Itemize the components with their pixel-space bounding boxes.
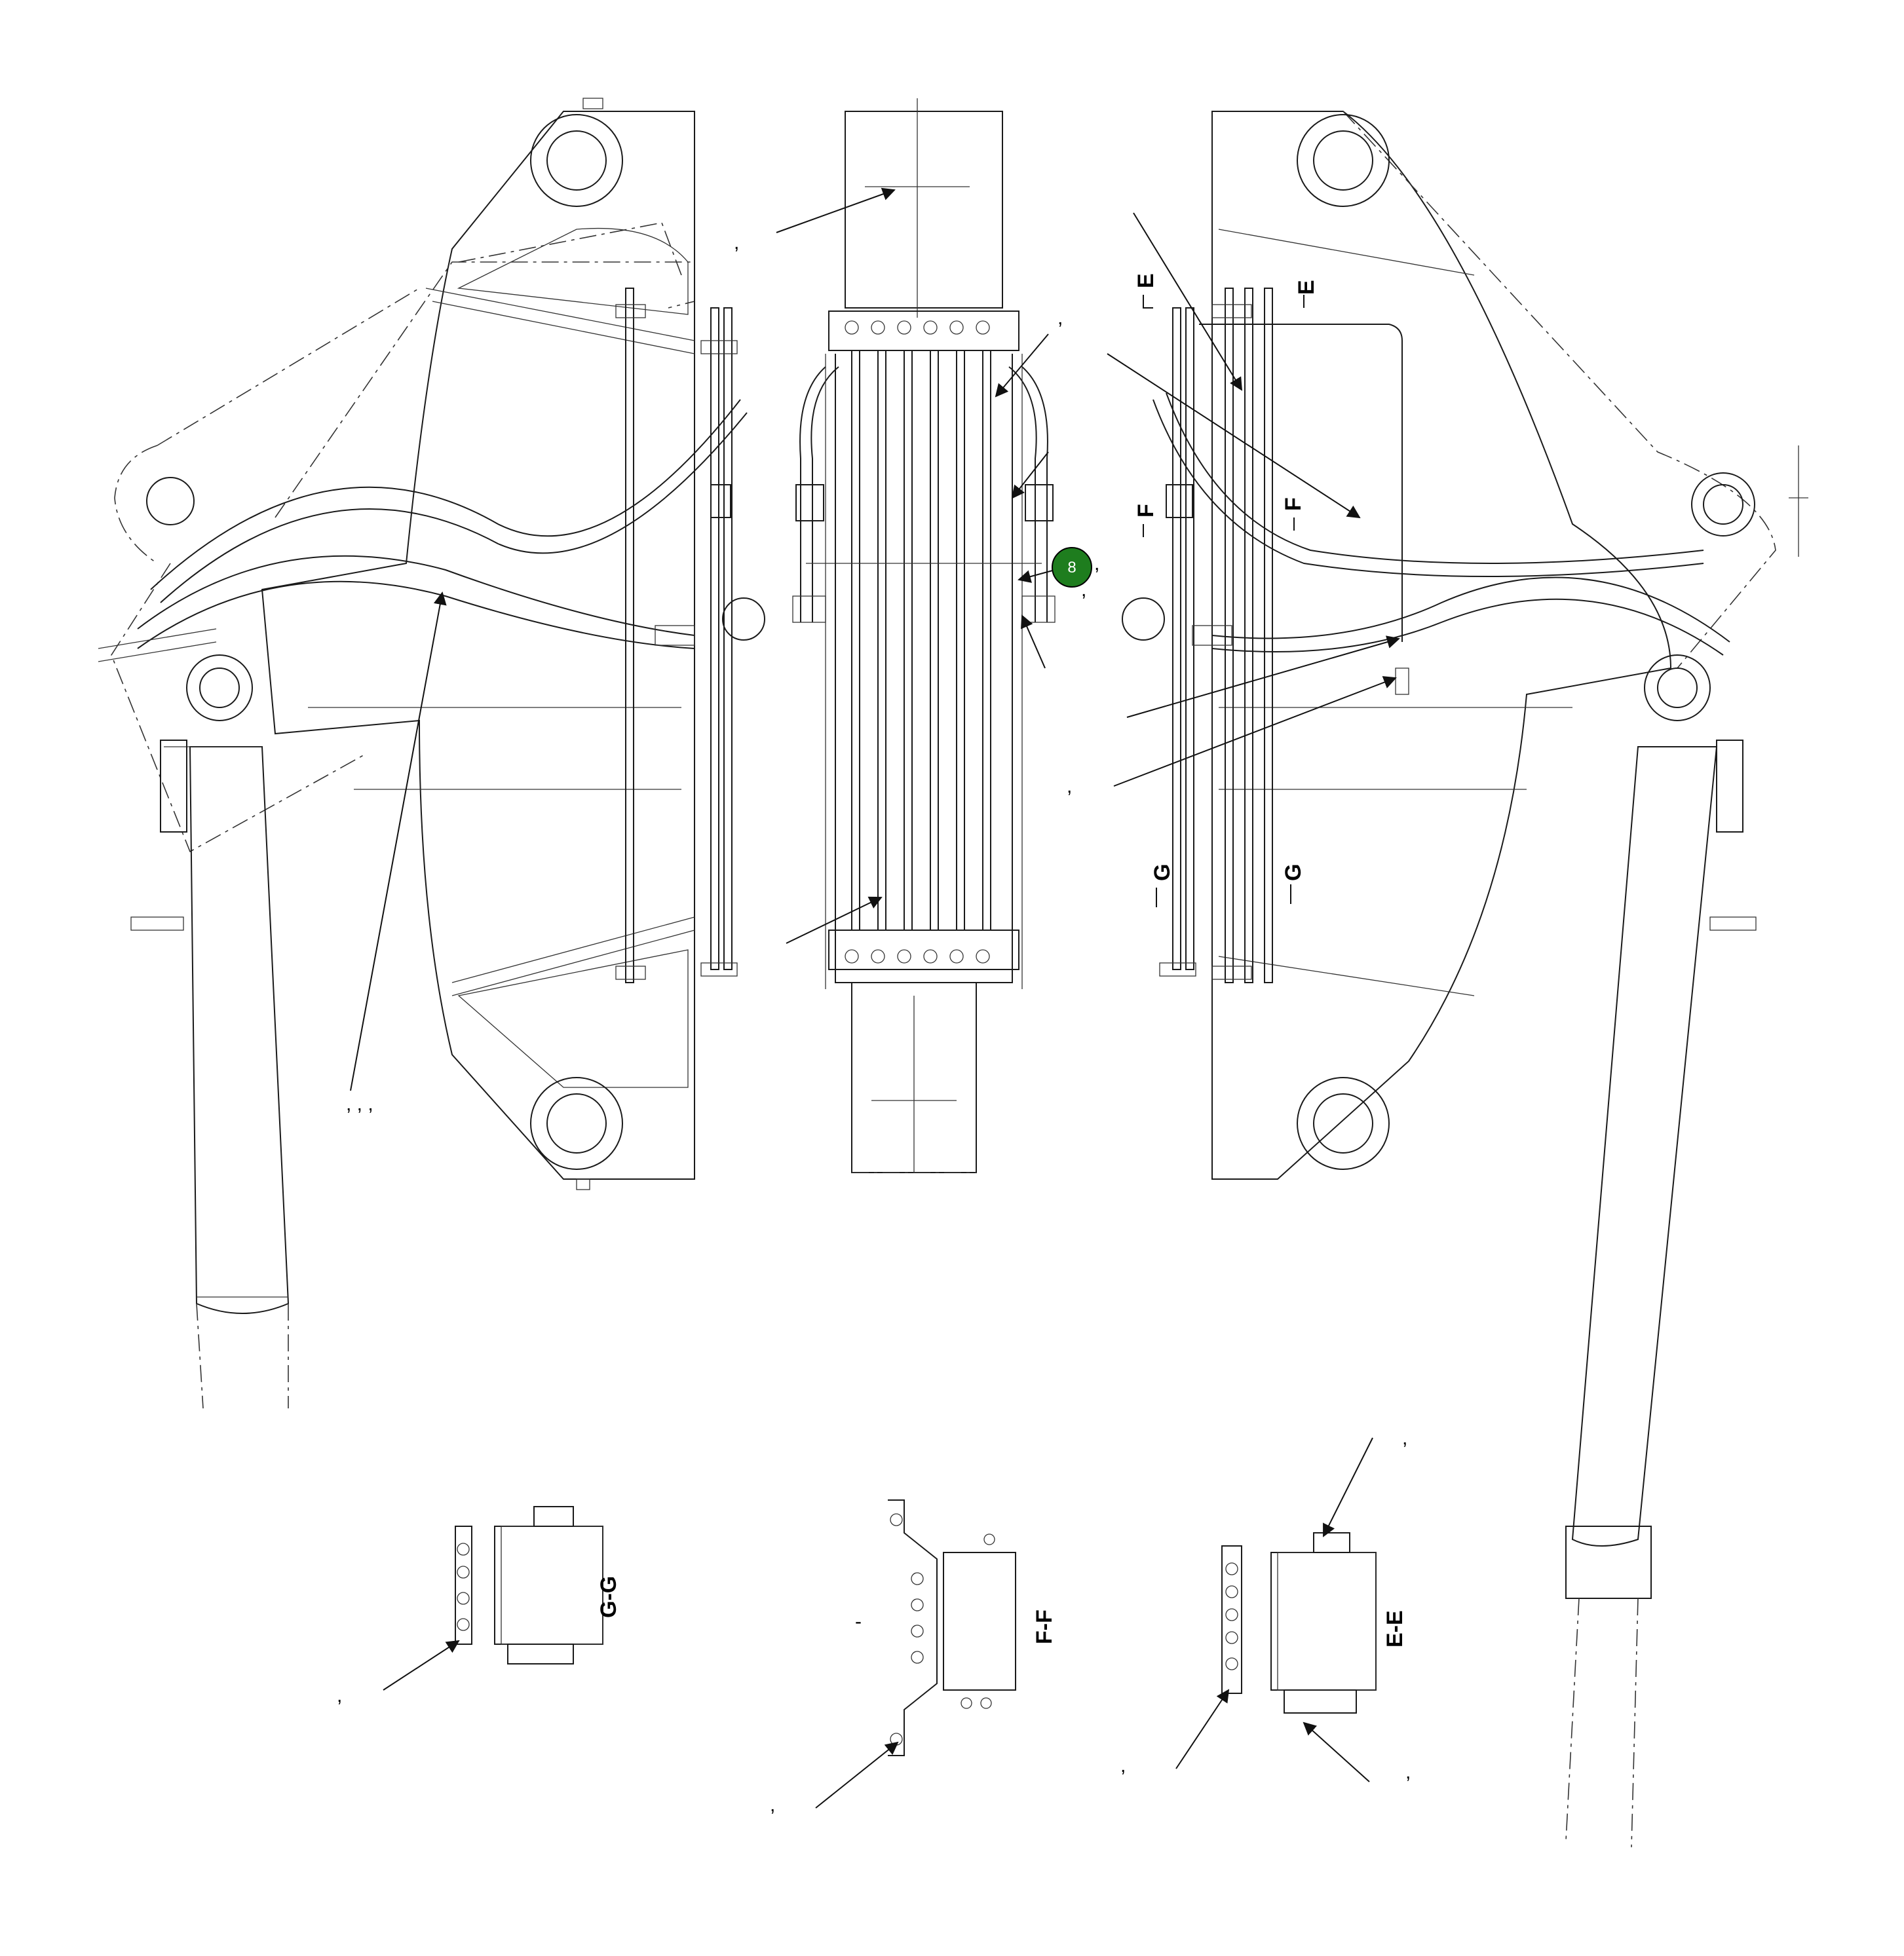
section-markers: E E F F G G G-G F-F E-E xyxy=(596,273,1407,1647)
section-ee-view xyxy=(1221,1532,1377,1714)
tag-7: , xyxy=(337,1685,342,1706)
section-label-ff: F-F xyxy=(1032,1609,1057,1644)
tag-1: , xyxy=(734,232,739,254)
leader-lines xyxy=(350,187,1400,1809)
tag-5: , xyxy=(1067,776,1072,797)
section-ff-view xyxy=(888,1499,1016,1756)
section-mark-e-right: E xyxy=(1294,280,1319,295)
section-mark-e-left: E xyxy=(1133,273,1158,288)
tag-2: , xyxy=(1057,307,1063,329)
center-top-view xyxy=(792,98,1056,1173)
tag-9: , xyxy=(1120,1755,1126,1777)
section-mark-f-right: F xyxy=(1281,497,1306,511)
tag-6: , , , xyxy=(346,1093,373,1115)
tube-bundle xyxy=(851,350,991,930)
section-mark-f-left: F xyxy=(1133,504,1158,517)
item-tags: , , , , , , , , , , , , , - xyxy=(337,232,1411,1816)
right-stick-view xyxy=(1122,111,1808,1848)
callout-circle xyxy=(1052,547,1092,588)
section-label-ee: E-E xyxy=(1382,1610,1407,1647)
callout-number: 8 xyxy=(1067,559,1076,576)
manifold-fittings-top xyxy=(845,320,990,964)
tag-8: , xyxy=(770,1794,775,1816)
callout-bubble[interactable]: 8 xyxy=(1052,547,1092,588)
tag-10: , xyxy=(1405,1761,1411,1783)
tag-12: - xyxy=(855,1611,862,1632)
tag-3: , xyxy=(1094,553,1099,574)
section-gg-view xyxy=(455,1506,603,1664)
section-mark-g-right: G xyxy=(1281,864,1306,881)
section-mark-g-left: G xyxy=(1150,864,1175,881)
tag-11: , xyxy=(1402,1427,1407,1449)
tag-4: , xyxy=(1081,579,1086,601)
left-stick-view xyxy=(98,98,765,1409)
section-label-gg: G-G xyxy=(596,1576,621,1618)
